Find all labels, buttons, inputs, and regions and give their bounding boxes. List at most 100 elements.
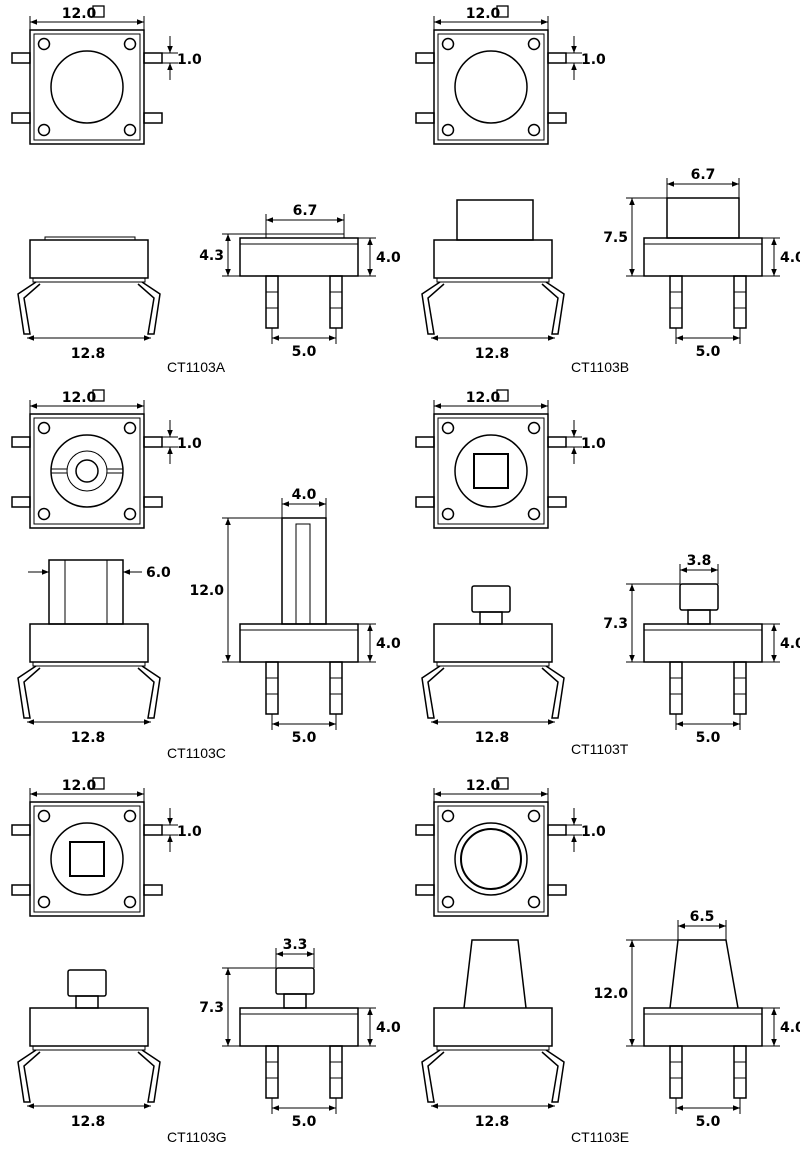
actuator-ring — [66, 450, 108, 492]
corner-hole — [441, 421, 455, 435]
actuator-outer-circle — [50, 434, 124, 508]
straight-pin — [265, 661, 279, 715]
right-lead — [541, 1049, 565, 1103]
corner-hole — [527, 507, 541, 521]
actuator-square-cap — [69, 841, 105, 877]
side-view: 12.8 — [421, 939, 565, 1130]
body-front — [643, 237, 763, 277]
cap-neck — [75, 995, 99, 1009]
body-base — [32, 277, 146, 283]
body-side — [433, 1007, 553, 1047]
square-symbol — [496, 5, 509, 18]
side-view: 12.8 — [421, 199, 565, 362]
pin-pitch-label: 5.0 — [292, 1114, 317, 1130]
cap-head — [679, 583, 719, 611]
tall-stem — [281, 517, 327, 625]
corner-hole — [527, 37, 541, 51]
left-lead — [17, 1049, 41, 1103]
corner-hole — [441, 809, 455, 823]
stem-slot — [295, 523, 311, 625]
corner-hole — [37, 895, 51, 909]
body-base — [436, 1045, 550, 1051]
total-height-label: 12.0 — [593, 986, 628, 1002]
body-front — [239, 623, 359, 663]
corner-hole — [123, 123, 137, 137]
width-dimension-label: 12.0 — [466, 6, 501, 22]
side-pin — [11, 496, 31, 508]
straight-pin — [329, 1045, 343, 1099]
side-pin — [11, 112, 31, 124]
model-label: CT1103G — [167, 1129, 227, 1145]
corner-hole — [37, 37, 51, 51]
corner-hole — [123, 809, 137, 823]
actuator-circle — [454, 434, 528, 508]
switch-body-outline — [29, 413, 145, 529]
straight-pin — [733, 275, 747, 329]
corner-hole — [441, 123, 455, 137]
tapered-cap — [669, 939, 739, 1009]
side-pin — [547, 884, 567, 896]
actuator-circle — [454, 50, 528, 124]
side-pin — [11, 824, 31, 836]
lead-span-label: 12.8 — [475, 1114, 510, 1130]
switch-body-outline — [29, 801, 145, 917]
left-lead — [17, 665, 41, 719]
cap-neck — [479, 611, 503, 625]
side-view: 12.8 — [17, 236, 161, 362]
cap-block — [48, 559, 124, 625]
straight-pin — [733, 661, 747, 715]
body-side — [29, 623, 149, 663]
corner-hole — [527, 895, 541, 909]
model-label: CT1103A — [167, 359, 226, 375]
side-pin — [415, 112, 435, 124]
corner-hole — [527, 809, 541, 823]
corner-hole — [37, 809, 51, 823]
top-view: 12.01.0 — [415, 777, 606, 917]
side-view: 12.8 — [421, 585, 565, 746]
left-lead — [421, 281, 445, 335]
straight-pin — [265, 275, 279, 329]
corner-hole — [441, 895, 455, 909]
pin-pitch-label: 5.0 — [292, 344, 317, 360]
top-view: 12.01.0 — [11, 389, 202, 529]
switch-body-inner — [437, 417, 545, 525]
side-pin — [143, 884, 163, 896]
top-view: 12.01.0 — [11, 5, 202, 145]
right-lead — [541, 281, 565, 335]
lead-span-label: 12.8 — [71, 730, 106, 746]
front-view: 5.04.07.33.3 — [199, 937, 401, 1130]
cap-head — [67, 969, 107, 997]
model-label: CT1103C — [167, 745, 226, 761]
body-front — [643, 623, 763, 663]
lead-span-label: 12.8 — [475, 730, 510, 746]
lead-span-label: 12.8 — [475, 346, 510, 362]
width-dimension-label: 12.0 — [466, 778, 501, 794]
cap-neck — [687, 609, 711, 625]
straight-pin — [669, 275, 683, 329]
cap-top — [666, 197, 740, 239]
straight-pin — [669, 661, 683, 715]
pin-width-label: 1.0 — [177, 824, 202, 840]
side-cap-label: 6.0 — [146, 565, 171, 581]
cap-width-label: 4.0 — [292, 487, 317, 503]
square-symbol — [496, 777, 509, 790]
pin-pitch-label: 5.0 — [696, 1114, 721, 1130]
square-symbol — [496, 389, 509, 402]
cap-neck — [283, 993, 307, 1009]
side-pin — [547, 436, 567, 448]
side-pin — [547, 824, 567, 836]
body-side — [29, 239, 149, 279]
body-height-label: 4.0 — [376, 1020, 401, 1036]
cap-head — [471, 585, 511, 613]
lead-span-label: 12.8 — [71, 1114, 106, 1130]
body-base — [436, 661, 550, 667]
side-pin — [11, 52, 31, 64]
body-base — [436, 277, 550, 283]
straight-pin — [265, 1045, 279, 1099]
pin-pitch-label: 5.0 — [696, 344, 721, 360]
pin-pitch-label: 5.0 — [292, 730, 317, 746]
right-lead — [137, 281, 161, 335]
side-view: 6.0 12.8 — [17, 559, 171, 746]
corner-hole — [441, 507, 455, 521]
